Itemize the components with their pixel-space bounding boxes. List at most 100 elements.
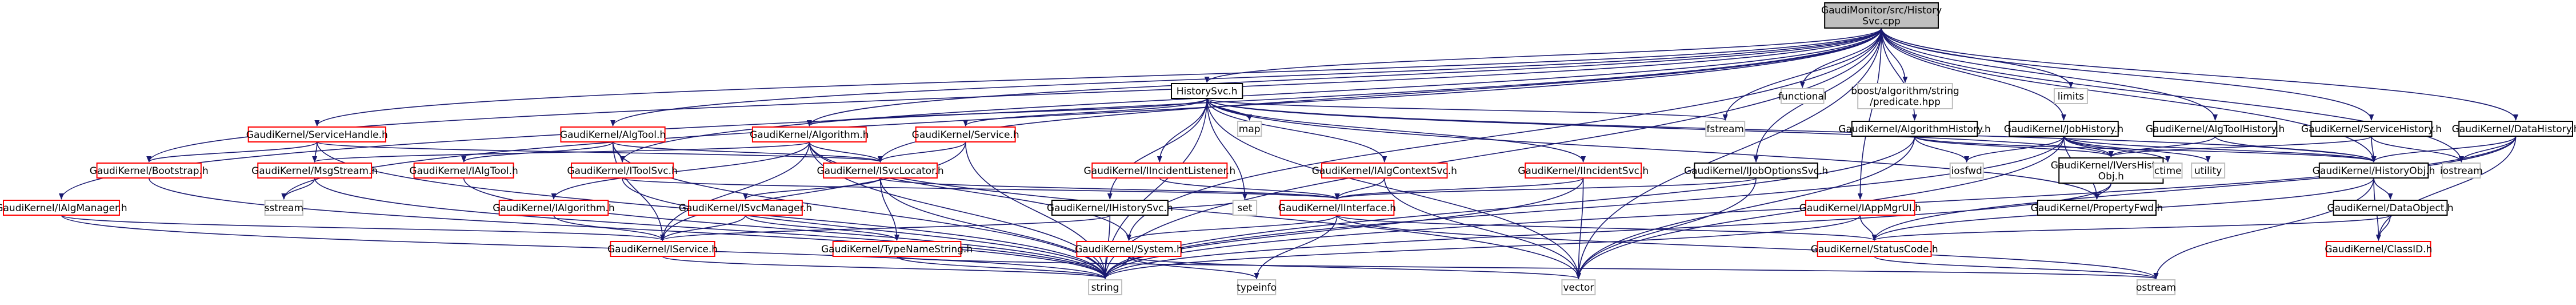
node-box [1051,200,1169,216]
edge-root-to-datahistory [1881,27,2518,121]
node-gaudikernel-classid-h[interactable]: GaudiKernel/ClassID.h [2325,241,2432,257]
edge-root-to-system_h [1126,27,1882,241]
node-gaudikernel-servicehandle-h[interactable]: GaudiKernel/ServiceHandle.h [246,126,388,142]
node-box [2458,121,2574,137]
node-label: GaudiKernel/HistoryObj.h [2313,165,2435,177]
node-gaudikernel-iincidentlistener-h[interactable]: GaudiKernel/IIncidentListener.h [1084,163,1236,179]
edge-historysvc_h-to-service_h [963,98,1207,127]
node-label: GaudiKernel/IService.h [607,244,718,255]
node-label: boost/algorithm/string [1851,86,1959,97]
node-box [2136,279,2176,295]
edge-statuscode-to-ostream [1874,256,2159,280]
node-label: Svc.cpp [1862,16,1901,27]
node-gaudikernel-historyobj-h[interactable]: GaudiKernel/HistoryObj.h [2313,163,2435,179]
node-gaudikernel-ijoboptionssvc-h[interactable]: GaudiKernel/IJobOptionsSvc.h [1684,163,1828,179]
node-box [96,163,202,179]
node-gaudikernel-msgstream-h[interactable]: GaudiKernel/MsgStream.h [251,163,378,179]
node-gaudikernel-ialgmanager-h[interactable]: GaudiKernel/IAlgManager.h [0,200,127,216]
node-gaudikernel-servicehistory-h[interactable]: GaudiKernel/ServiceHistory.h [2301,121,2442,137]
edge-algtool_h-to-ialgtool [461,141,614,163]
node-historysvc-h[interactable]: HistorySvc.h [1171,83,1243,99]
node-limits: limits [2053,88,2088,104]
node-gaudikernel-propertyfwd-h[interactable]: GaudiKernel/PropertyFwd.h [2031,200,2163,216]
edge-algtoolhistory-to-iversionedhistory [2108,136,2216,158]
node-label: GaudiKernel/IIncidentListener.h [1084,165,1236,177]
node-box [1279,200,1395,216]
node-box [2191,163,2226,179]
node-gaudikernel-system-h[interactable]: GaudiKernel/System.h [1075,241,1183,257]
node-box [247,126,386,142]
edge-isvclocator-to-iinterface [879,177,1339,200]
node-box [1817,241,1932,257]
node-gaudikernel-ialgtool-h[interactable]: GaudiKernel/IAlgTool.h [409,163,518,179]
edge-servicehistory-to-historyobj [2371,136,2377,163]
edge-algorithm_h-to-vector [809,141,1581,280]
node-box [560,126,666,142]
edge-algorithm_h-to-ialgorithm [551,141,810,200]
edge-alghistory-to-iosfwd [1914,136,1970,163]
node-gaudikernel-bootstrap-h[interactable]: GaudiKernel/Bootstrap.h [90,163,209,179]
node-box [2053,88,2088,104]
node-gaudikernel-dataobject-h[interactable]: GaudiKernel/DataObject.h [2327,200,2454,216]
edge-itoolsvc-to-string [622,177,1108,280]
node-gaudikernel-itoolsvc-h[interactable]: GaudiKernel/IToolSvc.h [567,163,678,179]
node-box [2153,121,2278,137]
node-gaudikernel-algtool-h[interactable]: GaudiKernel/AlgTool.h [560,126,666,142]
node-gaudikernel-algorithm-h[interactable]: GaudiKernel/Algorithm.h [750,126,869,142]
node-gaudikernel-datahistory-h[interactable]: GaudiKernel/DataHistory.h [2452,121,2576,137]
edge-root-to-svchandle [314,27,1882,127]
node-gaudikernel-service-h[interactable]: GaudiKernel/Service.h [912,126,1019,142]
node-gaudikernel-jobhistory-h[interactable]: GaudiKernel/JobHistory.h [2004,121,2123,137]
edge-jobhistory-to-historyobj [2063,136,2377,163]
node-label: GaudiKernel/AlgToolHistory.h [2146,124,2285,135]
node-string: string [1088,279,1123,295]
edge-root-to-iostream [1881,27,2464,163]
edge-ialgmanager-to-iservice [61,215,665,241]
edge-iinterface-to-statuscode [1337,215,1877,241]
node-gaudikernel-algorithmhistory-h[interactable]: GaudiKernel/AlgorithmHistory.h [1838,121,1991,137]
edge-isvcmanager-to-iservice [660,215,746,241]
node-gaudikernel-isvcmanager-h[interactable]: GaudiKernel/ISvcManager.h [679,200,812,216]
node-label: GaudiKernel/ClassID.h [2325,244,2432,255]
edge-root-to-historysvc_h [1204,27,1882,84]
node-label: GaudiKernel/TypeNameString.h [821,244,973,255]
node-label: GaudiKernel/IJobOptionsSvc.h [1684,165,1828,177]
node-gaudikernel-algtoolhistory-h[interactable]: GaudiKernel/AlgToolHistory.h [2146,121,2285,137]
edge-svchandle-to-isvclocator [316,141,883,163]
node-gaudikernel-iservice-h[interactable]: GaudiKernel/IService.h [607,241,718,257]
edge-root-to-algtoolhistory [1881,27,2218,121]
node-box [1525,163,1642,179]
node-gaudikernel-ialgcontextsvc-h[interactable]: GaudiKernel/IAlgContextSvc.h [1312,163,1457,179]
node-gaudikernel-iappmgrui-h[interactable]: GaudiKernel/IAppMgrUI.h [1799,200,1921,216]
node-gaudikernel-ialgorithm-h[interactable]: GaudiKernel/IAlgorithm.h [493,200,615,216]
node-box [1851,121,1978,137]
node-label: GaudiKernel/JobHistory.h [2004,124,2123,135]
node-label: GaudiKernel/IHistorySvc.h [1047,203,1173,214]
node-box [498,200,609,216]
node-gaudikernel-iinterface-h[interactable]: GaudiKernel/IInterface.h [1278,200,1396,216]
edge-alghistory-to-vector [1575,136,1915,280]
edge-isvclocator-to-typenamestring [879,177,900,241]
node-label: GaudiKernel/IAlgTool.h [409,165,518,177]
node-gaudikernel-statuscode-h[interactable]: GaudiKernel/StatusCode.h [1811,241,1938,257]
edge-historysvc_h-to-algorithm_h [807,98,1207,127]
edge-iappmgrui-to-string [1102,215,1861,280]
node-gaudikernel-iincidentsvc-h[interactable]: GaudiKernel/IIncidentSvc.h [1518,163,1649,179]
node-box [2009,121,2119,137]
node-label: GaudiKernel/AlgTool.h [560,129,666,141]
edge-iinterface-to-typeinfo [1254,215,1338,280]
node-gaudikernel-ihistorysvc-h[interactable]: GaudiKernel/IHistorySvc.h [1047,200,1173,216]
node-label: ctime [2154,165,2182,177]
node-gaudikernel-isvclocator-h[interactable]: GaudiKernel/ISvcLocator.h [817,163,944,179]
node-label: GaudiKernel/Algorithm.h [750,129,869,141]
node-box [1237,279,1277,295]
node-gaudikernel-typenamestring-h[interactable]: GaudiKernel/TypeNameString.h [821,241,973,257]
edge-itoolsvc-to-iinterface [622,177,1339,200]
node-box [1780,88,1825,104]
edge-iservice-to-string [662,256,1108,280]
node-gaudimonitor-src-historysvc-cpp[interactable]: GaudiMonitor/src/HistorySvc.cpp [1821,2,1942,29]
edge-algtool_h-to-isvclocator [612,141,883,163]
node-label: GaudiKernel/IAlgContextSvc.h [1312,165,1457,177]
node-sstream: sstream [265,200,303,216]
